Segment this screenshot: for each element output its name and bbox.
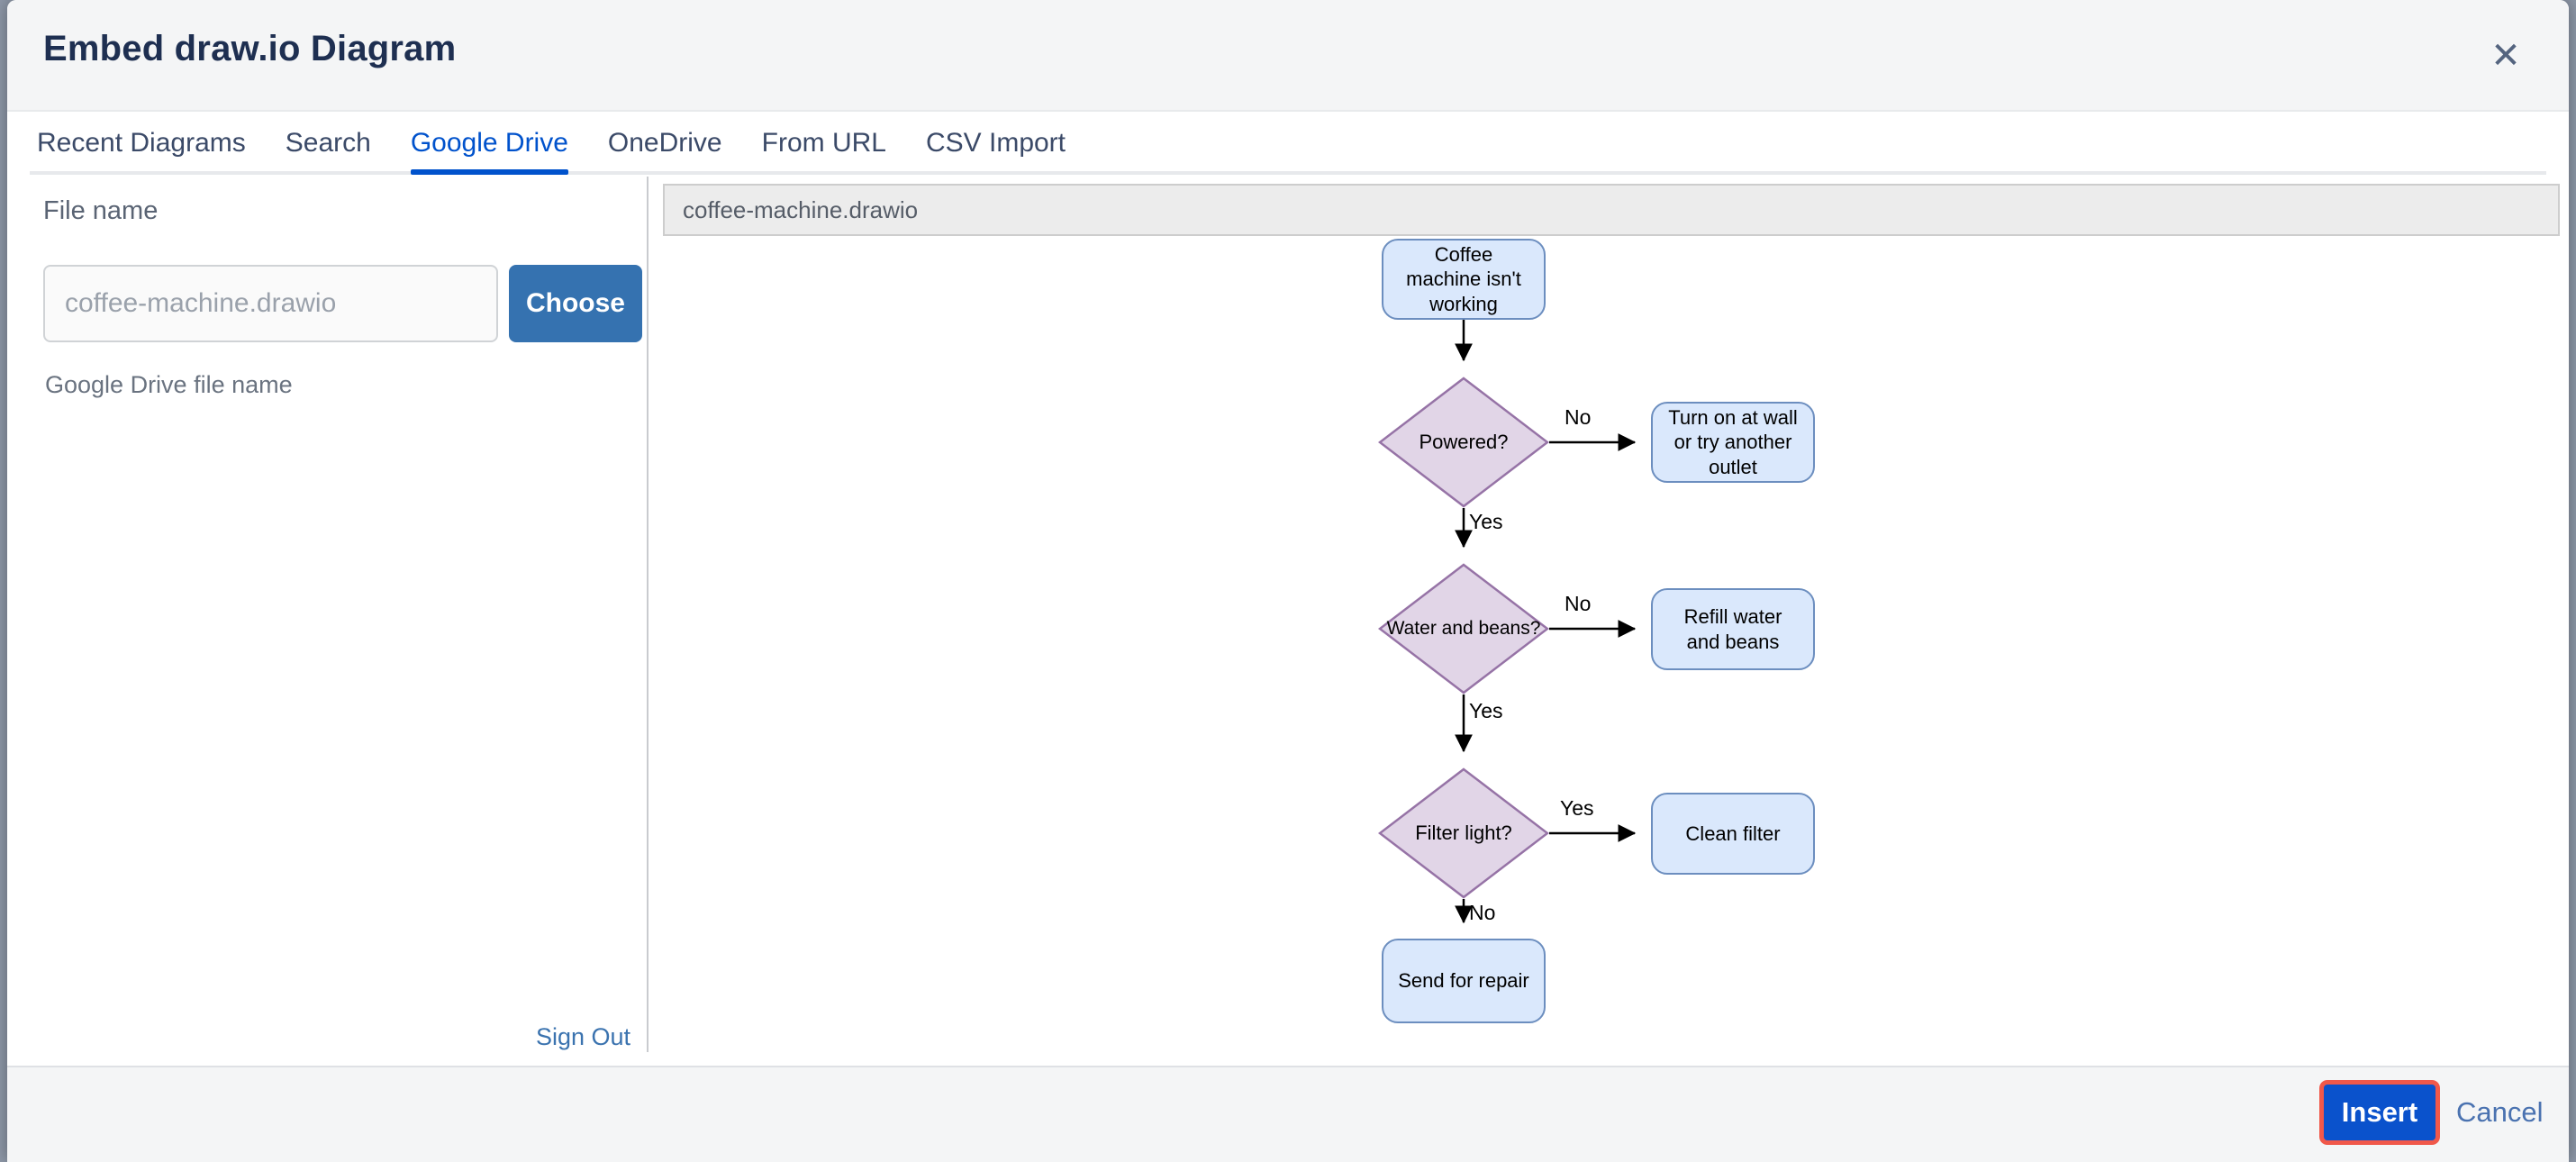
dialog-footer: Insert Cancel [7, 1066, 2569, 1162]
tab-google-drive[interactable]: Google Drive [410, 112, 568, 175]
flow-node-water-beans: Water and beans? [1378, 563, 1549, 694]
edge-label-powered-no: No [1565, 405, 1592, 429]
tabbar-baseline [30, 171, 2546, 175]
dialog-title: Embed draw.io Diagram [43, 29, 457, 68]
preview-filename: coffee-machine.drawio [683, 195, 919, 223]
tab-from-url[interactable]: From URL [761, 128, 886, 158]
flow-node-clean-filter: Clean filter [1651, 793, 1815, 875]
close-icon[interactable]: ✕ [2490, 36, 2521, 76]
flow-node-turn-on: Turn on at wall or try another outlet [1651, 402, 1815, 483]
sign-out-link[interactable]: Sign Out [535, 1023, 630, 1050]
edge-label-powered-yes: Yes [1469, 510, 1503, 533]
edge-label-filter-no: No [1469, 901, 1496, 924]
flow-node-send-repair: Send for repair [1382, 939, 1546, 1023]
edge-label-filter-yes: Yes [1560, 796, 1594, 820]
insert-button[interactable]: Insert [2324, 1085, 2435, 1140]
edge-label-water-no: No [1565, 592, 1592, 615]
tab-onedrive[interactable]: OneDrive [607, 128, 722, 158]
panel-divider [647, 177, 649, 1052]
flow-node-filter-light: Filter light? [1378, 767, 1549, 899]
file-name-label: File name [43, 196, 159, 225]
tab-search[interactable]: Search [285, 128, 371, 158]
edge-label-water-yes: Yes [1469, 699, 1503, 722]
google-drive-panel: File name Choose Google Drive file name … [7, 175, 647, 1067]
file-name-input[interactable] [43, 265, 498, 342]
file-name-helper-text: Google Drive file name [45, 371, 293, 398]
flow-node-refill: Refill water and beans [1651, 588, 1815, 670]
flow-node-start: Coffee machine isn't working [1382, 239, 1546, 320]
tab-bar: Recent Diagrams Search Google Drive OneD… [7, 112, 2569, 175]
tab-recent-diagrams[interactable]: Recent Diagrams [37, 128, 246, 158]
flow-node-powered: Powered? [1378, 377, 1549, 508]
preview-filename-bar: coffee-machine.drawio [663, 184, 2560, 236]
cancel-link[interactable]: Cancel [2456, 1096, 2544, 1128]
tab-csv-import[interactable]: CSV Import [925, 128, 1066, 158]
choose-button[interactable]: Choose [509, 265, 642, 342]
dialog-header: Embed draw.io Diagram ✕ [7, 0, 2569, 112]
embed-diagram-dialog: Embed draw.io Diagram ✕ Recent Diagrams … [7, 0, 2569, 1162]
